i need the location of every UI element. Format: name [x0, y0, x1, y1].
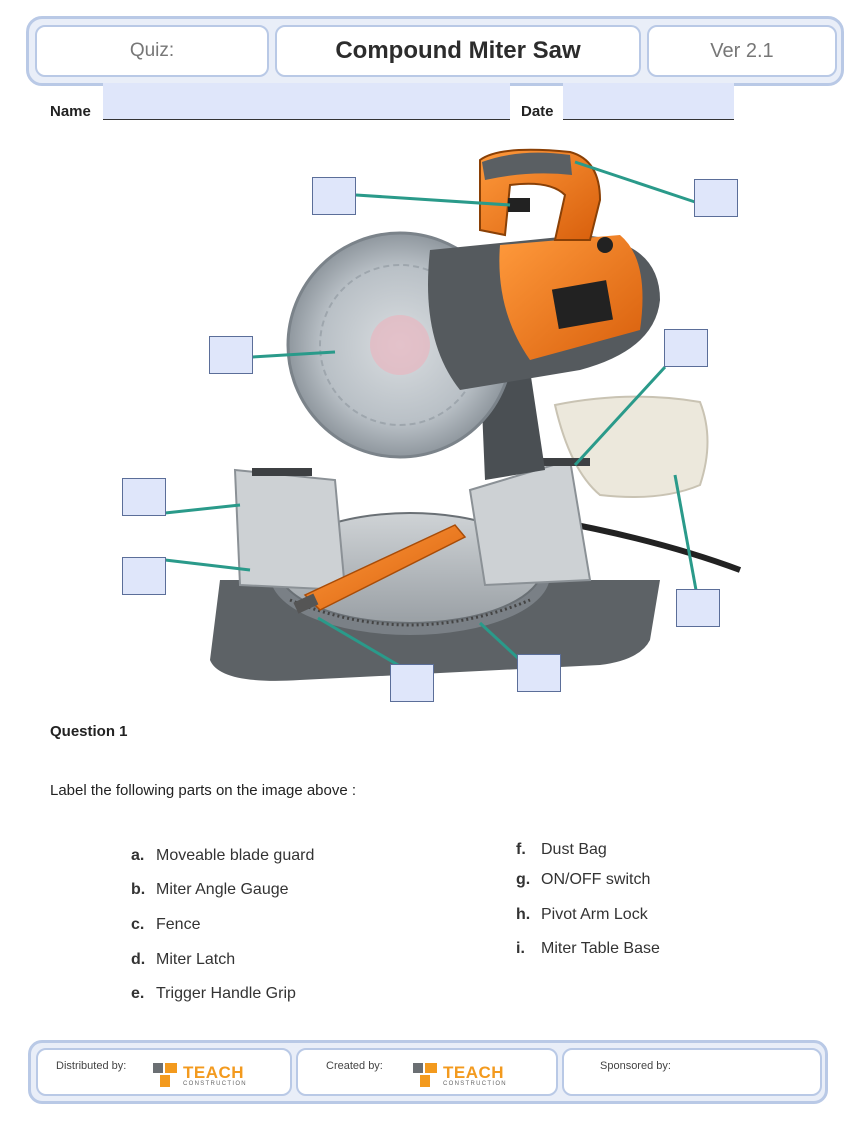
list-letter: i. — [516, 940, 525, 957]
answer-box-table-base[interactable] — [517, 654, 561, 692]
answer-box-pivot-lock[interactable] — [664, 329, 708, 367]
question-instruction: Label the following parts on the image a… — [50, 782, 357, 799]
sponsored-box: Sponsored by: — [562, 1048, 822, 1096]
list-letter: c. — [131, 916, 145, 933]
answer-box-dust-bag[interactable] — [676, 589, 720, 627]
list-item: e. Trigger Handle Grip — [131, 985, 296, 1003]
version-label: Ver 2.1 — [647, 25, 837, 77]
list-letter: e. — [131, 985, 145, 1002]
list-item: i. Miter Table Base — [516, 940, 660, 958]
header: Quiz: Compound Miter Saw Ver 2.1 — [26, 16, 844, 86]
distributed-box: Distributed by: TEACH CONSTRUCTION — [36, 1048, 292, 1096]
date-label: Date — [521, 103, 554, 120]
miter-saw-image — [164, 148, 742, 681]
miter-scale-shape — [289, 598, 531, 627]
list-text: ON/OFF switch — [541, 871, 651, 888]
created-box: Created by: TEACH CONSTRUCTION — [296, 1048, 558, 1096]
list-text: Miter Angle Gauge — [156, 881, 289, 898]
answer-box-fence-upper[interactable] — [122, 478, 166, 516]
page-title: Compound Miter Saw — [275, 25, 641, 77]
logo-sub: CONSTRUCTION — [443, 1080, 507, 1087]
teach-logo-icon — [153, 1063, 179, 1087]
answer-box-guard[interactable] — [209, 336, 253, 374]
list-item: f. Dust Bag — [516, 841, 607, 859]
list-item: b. Miter Angle Gauge — [131, 881, 289, 899]
list-text: Moveable blade guard — [156, 847, 315, 864]
list-letter: f. — [516, 841, 526, 858]
answer-box-fence-lower[interactable] — [122, 557, 166, 595]
list-text: Trigger Handle Grip — [156, 985, 296, 1002]
dust-bag-shape — [553, 395, 709, 499]
answer-box-switch[interactable] — [312, 177, 356, 215]
distributed-label: Distributed by: — [56, 1060, 127, 1072]
list-text: Dust Bag — [541, 841, 607, 858]
created-label: Created by: — [326, 1060, 383, 1072]
list-letter: a. — [131, 847, 145, 864]
list-text: Pivot Arm Lock — [541, 906, 648, 923]
answer-box-miter-latch[interactable] — [390, 664, 434, 702]
answer-box-handle[interactable] — [694, 179, 738, 217]
logo-word: TEACH — [443, 1062, 505, 1082]
leader-lines — [164, 160, 698, 674]
question-title: Question 1 — [50, 723, 128, 740]
list-letter: g. — [516, 871, 531, 888]
list-item: a. Moveable blade guard — [131, 847, 314, 865]
list-text: Miter Latch — [156, 951, 236, 968]
teach-logo-icon — [413, 1063, 439, 1087]
name-label: Name — [50, 103, 91, 120]
list-letter: b. — [131, 881, 146, 898]
list-item: c. Fence — [131, 916, 200, 934]
list-item: h. Pivot Arm Lock — [516, 906, 648, 924]
list-item: g. ON/OFF switch — [516, 871, 650, 889]
logo-sub: CONSTRUCTION — [183, 1080, 247, 1087]
sponsored-label: Sponsored by: — [600, 1060, 671, 1072]
name-field[interactable] — [103, 83, 510, 120]
teach-logo: TEACH CONSTRUCTION — [413, 1063, 507, 1087]
footer: Distributed by: TEACH CONSTRUCTION Creat… — [28, 1040, 828, 1104]
quiz-label: Quiz: — [35, 25, 269, 77]
date-field[interactable] — [563, 83, 734, 120]
teach-logo: TEACH CONSTRUCTION — [153, 1063, 247, 1087]
left-fence-shape — [233, 468, 347, 592]
list-letter: h. — [516, 906, 531, 923]
list-letter: d. — [131, 951, 146, 968]
list-text: Fence — [156, 916, 201, 933]
logo-word: TEACH — [183, 1062, 245, 1082]
list-text: Miter Table Base — [541, 940, 660, 957]
list-item: d. Miter Latch — [131, 951, 235, 969]
